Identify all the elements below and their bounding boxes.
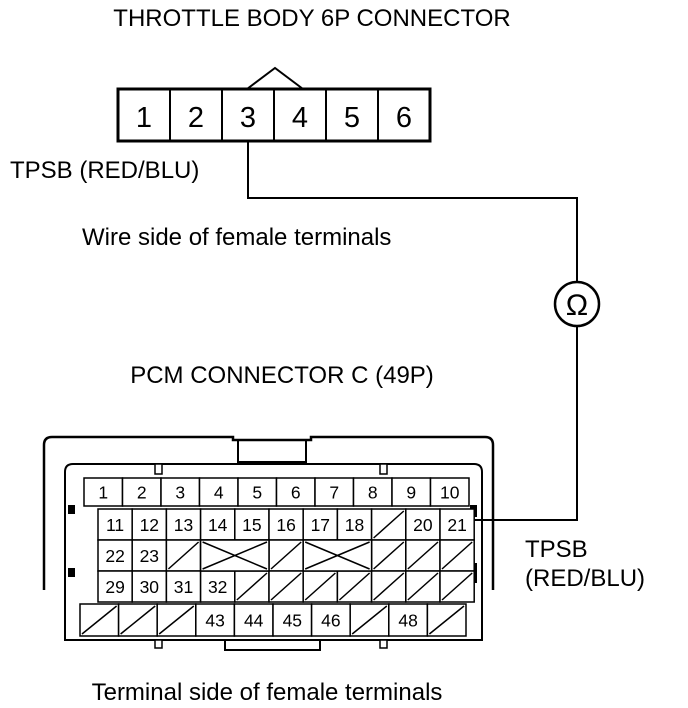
unused-terminal-mark [338,572,371,601]
terminal-6: 6 [291,483,301,503]
terminal-cell [234,508,270,541]
unused-terminal-mark [120,605,156,635]
terminal-8: 8 [368,483,378,503]
terminal-43: 43 [205,611,224,631]
terminal-17: 17 [311,515,330,535]
terminal-cell [275,477,316,507]
unused-terminal-mark [373,510,405,539]
cavity-cross-mark [304,541,370,570]
throttle-body-title: THROTTLE BODY 6P CONNECTOR [113,5,510,32]
terminal-16: 16 [276,515,295,535]
terminal-20: 20 [413,515,433,535]
unused-terminal-mark [373,541,405,570]
terminal-cell [131,508,168,541]
terminal-14: 14 [208,515,228,535]
terminal-13: 13 [174,515,193,535]
terminal-cell [429,477,470,507]
terminal-44: 44 [244,611,264,631]
unused-terminal-mark [373,572,405,601]
terminal-4: 4 [214,483,224,503]
terminal-side-label: Terminal side of female terminals [92,679,443,706]
throttle-body-pins: 1 2 3 4 5 6 [136,89,412,141]
terminal-21: 21 [447,515,466,535]
ohm-symbol: Ω [566,289,588,322]
terminal-31: 31 [174,577,193,597]
terminal-7: 7 [329,483,339,503]
terminal-11: 11 [106,515,124,535]
wire-side-label: Wire side of female terminals [82,224,391,251]
unused-terminal-mark [407,572,439,601]
terminal-45: 45 [283,611,302,631]
unused-terminal-mark [81,605,118,635]
throttle-pin-6: 6 [396,102,412,134]
unused-terminal-mark [236,572,268,601]
terminal-cell [198,477,239,507]
terminal-18: 18 [345,515,364,535]
tpsb-wire-label-top: TPSB (RED/BLU) [10,157,199,184]
terminal-30: 30 [140,577,160,597]
connector-latch [246,66,304,90]
terminal-15: 15 [242,515,261,535]
unused-terminal-mark [428,605,465,635]
terminal-3: 3 [175,483,185,503]
throttle-pin-3: 3 [240,102,256,134]
terminal-48: 48 [398,611,417,631]
unused-terminal-mark [270,541,302,570]
test-lead-upper [247,141,578,282]
test-lead-lower [455,326,578,521]
unused-terminal-mark [441,572,473,601]
terminal-9: 9 [406,483,416,503]
terminal-cell [160,477,201,507]
terminal-cell [97,508,133,541]
terminal-cell [195,603,236,637]
tpsb-wire-label-line2: (RED/BLU) [525,565,645,592]
terminal-cell [237,477,278,507]
throttle-pin-4: 4 [292,102,308,134]
terminal-5: 5 [252,483,262,503]
terminal-23: 23 [140,546,159,566]
unused-terminal-mark [270,572,302,601]
terminal-cell [439,508,475,541]
unused-terminal-mark [351,605,388,635]
cavity-cross-mark [202,541,268,570]
terminal-cell [310,603,351,637]
throttle-pin-2: 2 [188,102,204,134]
unused-terminal-mark [441,541,473,570]
pcm-connector-title: PCM CONNECTOR C (49P) [130,362,434,389]
terminal-1: 1 [98,483,108,503]
unused-terminal-mark [167,541,200,570]
terminal-10: 10 [440,483,460,503]
unused-terminal-mark [304,572,336,601]
terminal-cell [302,508,339,541]
terminal-cell [97,539,133,572]
terminal-12: 12 [140,515,159,535]
tpsb-wire-label-line1: TPSB [525,536,588,563]
unused-terminal-mark [407,541,439,570]
terminal-22: 22 [105,546,124,566]
terminal-2: 2 [137,483,147,503]
terminal-29: 29 [105,577,124,597]
terminal-cell [131,539,168,572]
terminal-46: 46 [321,611,340,631]
throttle-pin-5: 5 [344,102,360,134]
throttle-pin-1: 1 [136,102,152,134]
terminal-cell [233,603,274,637]
terminal-32: 32 [208,577,227,597]
unused-terminal-mark [158,605,195,635]
